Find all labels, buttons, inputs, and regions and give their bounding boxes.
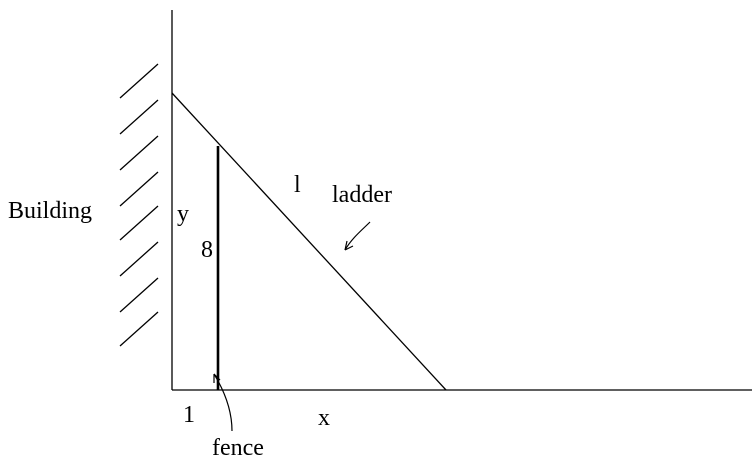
- building-hatch: [119, 63, 159, 347]
- ladder-arrow: [344, 221, 371, 251]
- hatch-mark: [119, 63, 159, 99]
- hatch-mark: [119, 311, 159, 347]
- ladder-label: ladder: [332, 182, 392, 208]
- fence-height-label: 8: [201, 237, 213, 263]
- hatch-mark: [119, 241, 159, 277]
- wall-height-label: y: [177, 201, 189, 227]
- ladder-line: [171, 92, 447, 391]
- hatch-mark: [119, 277, 159, 313]
- building-label: Building: [8, 198, 92, 224]
- fence-arrow: [213, 373, 233, 432]
- hatch-mark: [119, 135, 159, 171]
- ladder-length-label: l: [294, 172, 301, 198]
- fence-label: fence: [212, 435, 264, 461]
- fence-distance-label: 1: [183, 402, 195, 428]
- hatch-mark: [119, 205, 159, 241]
- hatch-mark: [119, 171, 159, 207]
- ground-distance-label: x: [318, 405, 330, 431]
- hatch-mark: [119, 99, 159, 135]
